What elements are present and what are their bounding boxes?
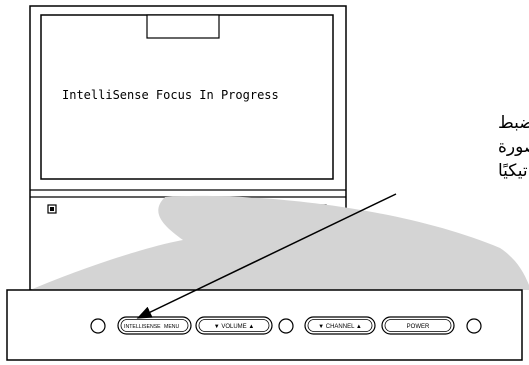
intellisense-label: INTELLISENSE bbox=[124, 324, 161, 330]
power-button[interactable]: POWER bbox=[381, 316, 455, 335]
power-label: POWER bbox=[407, 324, 430, 330]
callout-arrow bbox=[136, 193, 397, 319]
indicator-light-1 bbox=[90, 318, 106, 334]
callout-text: اضغط لبدء ضبط تقارب الصورة أتوماتيكيًا bbox=[498, 113, 529, 181]
indicator-light-2 bbox=[278, 318, 294, 334]
channel-button[interactable]: ▼ CHANNEL ▲ bbox=[304, 316, 376, 335]
callout-line-3: أتوماتيكيًا bbox=[498, 159, 529, 181]
menu-label: MENU bbox=[164, 324, 180, 330]
tv-screen bbox=[40, 14, 334, 180]
callout-line-1: اضغط لبدء ضبط bbox=[498, 113, 529, 133]
zoom-highlight bbox=[30, 195, 529, 290]
screen-notch bbox=[146, 14, 220, 39]
volume-label: ▼ VOLUME ▲ bbox=[214, 324, 255, 330]
intellisense-menu-button[interactable]: INTELLISENSE MENU bbox=[117, 316, 192, 335]
focus-message: IntelliSense Focus In Progress bbox=[62, 88, 279, 102]
volume-button[interactable]: ▼ VOLUME ▲ bbox=[195, 316, 273, 335]
indicator-light-3 bbox=[466, 318, 482, 334]
channel-label: ▼ CHANNEL ▲ bbox=[318, 324, 362, 330]
callout-line-2: تقارب الصورة bbox=[498, 137, 529, 157]
